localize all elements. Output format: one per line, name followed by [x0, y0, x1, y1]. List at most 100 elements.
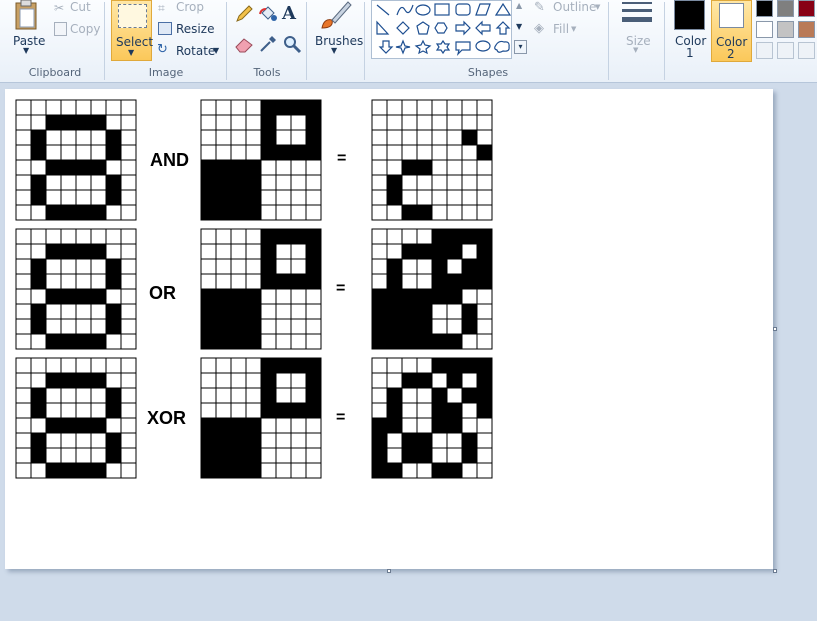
pixel-cell [461, 387, 478, 404]
pixel-cell [461, 462, 478, 479]
pixel-cell [446, 273, 463, 290]
pixel-cell [105, 273, 122, 290]
copy-button[interactable]: Copy [70, 22, 101, 36]
text-icon[interactable]: A [282, 3, 296, 24]
pixel-cell [60, 387, 77, 404]
pixel-cell [446, 189, 463, 206]
fill-button[interactable]: Fill [553, 22, 570, 36]
pixel-cell [245, 387, 262, 404]
color2-label: Color [716, 35, 748, 49]
pixel-cell [446, 159, 463, 176]
resize-button[interactable]: Resize [176, 22, 215, 36]
pixel-cell [305, 204, 322, 221]
pixel-cell [30, 189, 47, 206]
pixel-cell [275, 243, 292, 260]
rotate-icon: ↻ [157, 42, 168, 57]
pixel-cell [461, 99, 478, 116]
palette-swatch-empty[interactable] [777, 42, 794, 59]
shapes-scroll-up-icon[interactable]: ▲ [516, 1, 523, 10]
pixel-cell [431, 114, 448, 131]
shapes-more-icon[interactable]: ▾ [514, 40, 527, 54]
size-icon[interactable] [620, 0, 654, 28]
pixel-cell [30, 114, 47, 131]
palette-swatch-black[interactable] [756, 0, 773, 17]
pixel-cell [401, 447, 418, 464]
pixel-grid-result [371, 228, 493, 350]
pixel-cell [431, 447, 448, 464]
pixel-cell [245, 144, 262, 161]
pixel-cell [416, 432, 433, 449]
shapes-gallery[interactable] [371, 0, 512, 59]
brushes-icon[interactable] [318, 0, 352, 32]
paste-icon[interactable] [12, 0, 40, 32]
pixel-cell [215, 258, 232, 275]
pixel-cell [90, 174, 107, 191]
drawing-canvas[interactable]: AND = OR = XOR = [5, 89, 773, 569]
palette-swatch-darkred[interactable] [798, 0, 815, 17]
outline-dropdown-icon[interactable]: ▼ [595, 3, 601, 11]
magnifier-icon[interactable] [282, 34, 302, 54]
paste-dropdown-icon[interactable]: ▼ [23, 46, 30, 55]
size-dropdown-icon[interactable]: ▼ [633, 46, 639, 54]
canvas-resize-handle-right[interactable] [773, 327, 777, 331]
color2-button[interactable]: Color 2 [711, 0, 752, 62]
pixel-cell [215, 288, 232, 305]
fill-dropdown-icon[interactable]: ▼ [571, 25, 577, 33]
select-button[interactable]: Select ▼ [111, 0, 153, 61]
pixel-cell [230, 357, 247, 374]
pixel-cell [200, 174, 217, 191]
pixel-cell [431, 258, 448, 275]
palette-swatch-gray[interactable] [777, 0, 794, 17]
eraser-icon[interactable] [234, 34, 254, 54]
rotate-button[interactable]: Rotate [176, 44, 216, 58]
pixel-cell [245, 243, 262, 260]
pixel-cell [75, 447, 92, 464]
shapes-scroll-down-icon[interactable]: ▼ [516, 22, 523, 31]
brushes-button[interactable]: Brushes [315, 34, 364, 48]
pixel-cell [401, 228, 418, 245]
pixel-cell [245, 318, 262, 335]
color1-swatch[interactable] [674, 0, 705, 30]
palette-swatch-empty[interactable] [798, 42, 815, 59]
pixel-cell [371, 273, 388, 290]
canvas-resize-handle-corner[interactable] [773, 569, 777, 573]
pencil-icon[interactable] [234, 4, 254, 24]
cut-button[interactable]: Cut [70, 0, 91, 14]
pixel-cell [305, 273, 322, 290]
pixel-cell [60, 318, 77, 335]
pixel-cell [200, 204, 217, 221]
size-button[interactable]: Size [626, 34, 651, 48]
pixel-cell [401, 204, 418, 221]
pixel-cell [371, 159, 388, 176]
brushes-dropdown-icon[interactable]: ▼ [331, 46, 338, 55]
pixel-cell [90, 303, 107, 320]
pixel-cell [30, 387, 47, 404]
pixel-cell [401, 243, 418, 260]
pixel-cell [371, 303, 388, 320]
pixel-cell [15, 114, 32, 131]
crop-button[interactable]: Crop [176, 0, 205, 14]
pixel-cell [461, 303, 478, 320]
fill-bucket-icon[interactable] [258, 4, 278, 24]
pixel-cell [305, 372, 322, 389]
color-picker-icon[interactable] [258, 34, 278, 54]
palette-swatch-empty[interactable] [756, 42, 773, 59]
paste-button[interactable]: Paste [13, 34, 46, 48]
pixel-cell [416, 288, 433, 305]
pixel-cell [230, 189, 247, 206]
outline-button[interactable]: Outline [553, 0, 597, 14]
pixel-cell [461, 447, 478, 464]
pixel-cell [75, 114, 92, 131]
pixel-cell [260, 417, 277, 434]
canvas-resize-handle-bottom[interactable] [387, 569, 391, 573]
pixel-cell [45, 357, 62, 374]
palette-swatch-lightgray[interactable] [777, 21, 794, 38]
pixel-cell [290, 303, 307, 320]
pixel-cell [30, 288, 47, 305]
pixel-cell [461, 114, 478, 131]
rotate-dropdown-icon[interactable]: ▼ [213, 46, 220, 55]
palette-swatch-brown[interactable] [798, 21, 815, 38]
color1-label[interactable]: Color [675, 34, 707, 48]
pixel-grid-a [15, 357, 137, 479]
palette-swatch-white[interactable] [756, 21, 773, 38]
